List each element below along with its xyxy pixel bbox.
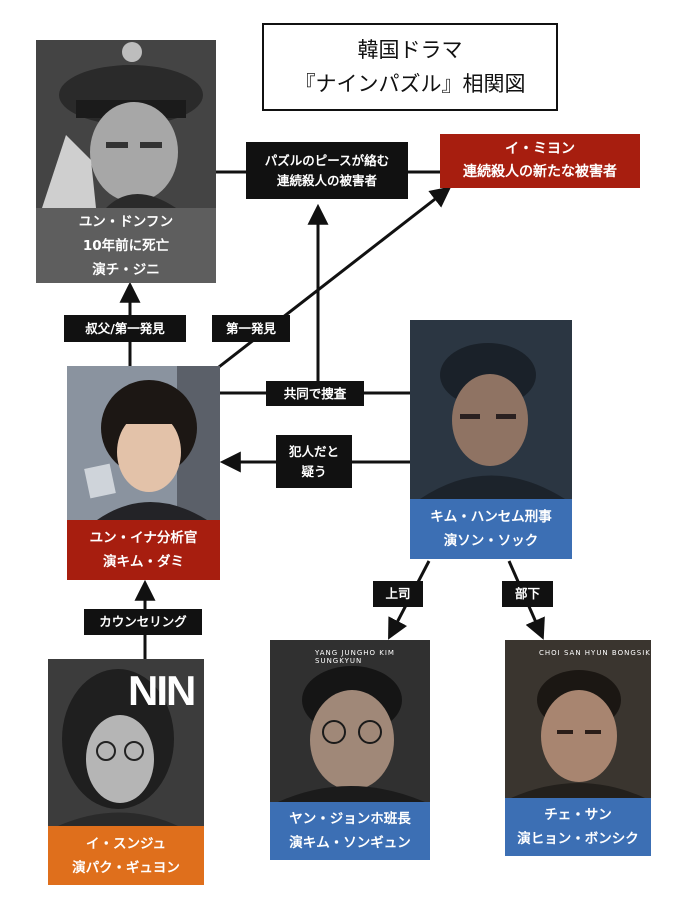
label-joint-investigation: 共同で捜査 bbox=[266, 381, 364, 406]
suspect-line1: 犯人だと bbox=[288, 443, 339, 459]
label-counseling: カウンセリング bbox=[84, 609, 202, 635]
poster-title-text: NIN bbox=[128, 667, 196, 714]
character-card-hansem: キム・ハンセム刑事 演ソン・ソック bbox=[410, 320, 572, 559]
sunju-caption: イ・スンジュ 演パク・ギュヨン bbox=[48, 826, 204, 885]
jongho-actor: 演キム・ソンギュン bbox=[289, 835, 411, 851]
hansem-name: キム・ハンセム刑事 bbox=[430, 509, 552, 525]
label-boss: 上司 bbox=[373, 581, 423, 607]
dongfun-actor: 演チ・ジニ bbox=[92, 261, 160, 278]
san-photo: CHOI SAN HYUN BONGSIK bbox=[505, 640, 651, 798]
ina-actor: 演キム・ダミ bbox=[103, 554, 184, 570]
san-caption: チェ・サン 演ヒョン・ボンシク bbox=[505, 798, 651, 856]
jongho-name: ヤン・ジョンホ班長 bbox=[289, 811, 411, 827]
jongho-photo: YANG JUNGHO KIM SUNGKYUN bbox=[270, 640, 430, 802]
ina-portrait-icon bbox=[67, 366, 220, 520]
character-card-sunju: NIN イ・スンジュ 演パク・ギュヨン bbox=[48, 659, 204, 885]
arrow-ina-to-victim bbox=[205, 186, 452, 379]
jongho-portrait-icon bbox=[270, 640, 430, 802]
hansem-portrait-icon bbox=[410, 320, 572, 499]
subordinate-text: 部下 bbox=[514, 586, 540, 601]
hansem-photo bbox=[410, 320, 572, 499]
title-line1: 韓国ドラマ bbox=[357, 38, 463, 62]
dongfun-portrait-icon bbox=[36, 40, 216, 208]
sunju-actor: 演パク・ギュヨン bbox=[72, 859, 180, 876]
victim-name: イ・ミヨン bbox=[505, 141, 575, 157]
label-suspect: 犯人だと 疑う bbox=[276, 435, 352, 488]
character-card-ina: ユン・イナ分析官 演キム・ダミ bbox=[67, 366, 220, 580]
hansem-caption: キム・ハンセム刑事 演ソン・ソック bbox=[410, 499, 572, 559]
san-photo-caption: CHOI SAN HYUN BONGSIK bbox=[539, 649, 651, 657]
victim-note: 連続殺人の新たな被害者 bbox=[463, 164, 617, 180]
victim-box: イ・ミヨン 連続殺人の新たな被害者 bbox=[440, 134, 640, 188]
label-subordinate: 部下 bbox=[502, 581, 553, 607]
label-uncle: 叔父/第一発見 bbox=[64, 315, 186, 342]
character-card-san: CHOI SAN HYUN BONGSIK チェ・サン 演ヒョン・ボンシク bbox=[505, 640, 651, 856]
dongfun-photo bbox=[36, 40, 216, 208]
ina-name: ユン・イナ分析官 bbox=[89, 530, 198, 546]
jongho-photo-caption: YANG JUNGHO KIM SUNGKYUN bbox=[315, 649, 395, 665]
puzzle-line2: 連続殺人の被害者 bbox=[276, 172, 377, 188]
dongfun-name: ユン・ドンフン bbox=[78, 213, 174, 230]
dongfun-note: 10年前に死亡 bbox=[82, 237, 170, 254]
character-card-dongfun: ユン・ドンフン 10年前に死亡 演チ・ジニ bbox=[36, 40, 216, 283]
hansem-actor: 演ソン・ソック bbox=[443, 533, 539, 549]
suspect-line2: 疑う bbox=[301, 463, 327, 479]
character-card-jongho: YANG JUNGHO KIM SUNGKYUN ヤン・ジョンホ班長 演キム・ソ… bbox=[270, 640, 430, 860]
label-puzzle-victim: パズルのピースが絡む 連続殺人の被害者 bbox=[246, 142, 408, 199]
san-portrait-icon bbox=[505, 640, 651, 798]
puzzle-line1: パズルのピースが絡む bbox=[264, 152, 390, 168]
diagram-title: 韓国ドラマ 『ナインパズル』相関図 bbox=[262, 23, 558, 111]
jongho-caption: ヤン・ジョンホ班長 演キム・ソンギュン bbox=[270, 802, 430, 860]
title-line2: 『ナインパズル』相関図 bbox=[294, 72, 526, 96]
sunju-portrait-icon bbox=[48, 659, 204, 826]
boss-text: 上司 bbox=[385, 586, 411, 601]
counseling-text: カウンセリング bbox=[99, 614, 187, 629]
ina-caption: ユン・イナ分析官 演キム・ダミ bbox=[67, 520, 220, 580]
uncle-text: 叔父/第一発見 bbox=[85, 320, 165, 336]
joint-text: 共同で捜査 bbox=[283, 385, 347, 401]
san-name: チェ・サン bbox=[544, 807, 612, 823]
dongfun-caption: ユン・ドンフン 10年前に死亡 演チ・ジニ bbox=[36, 208, 216, 283]
sunju-photo: NIN bbox=[48, 659, 204, 826]
san-actor: 演ヒョン・ボンシク bbox=[517, 831, 639, 847]
first-find-text: 第一発見 bbox=[225, 320, 276, 336]
label-first-find: 第一発見 bbox=[212, 315, 290, 342]
ina-photo bbox=[67, 366, 220, 520]
sunju-name: イ・スンジュ bbox=[85, 835, 167, 852]
